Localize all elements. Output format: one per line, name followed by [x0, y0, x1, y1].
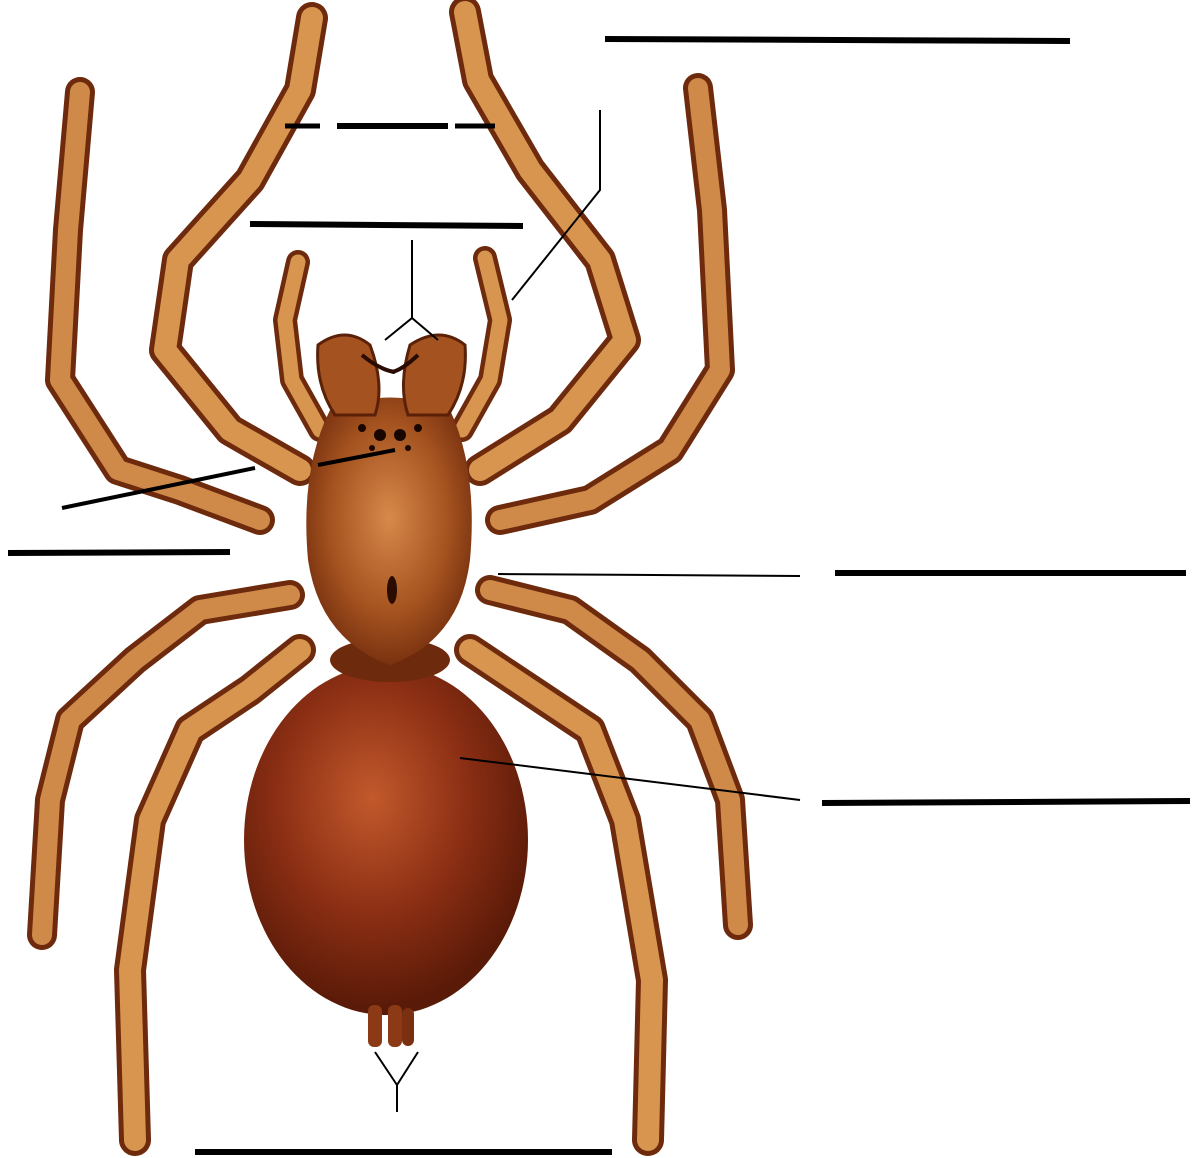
- leader-line-spinnerets: [375, 1052, 397, 1112]
- abdomen: [244, 665, 528, 1015]
- label-lines: [8, 39, 1190, 1152]
- label-blank-top-right: [605, 39, 1070, 41]
- right-pedipalp: [462, 258, 500, 430]
- leader-line-chelicerae: [385, 240, 412, 340]
- leader-line-cephalothorax: [498, 574, 800, 576]
- label-blank-chelicerae: [250, 224, 523, 226]
- spinnerets: [368, 1005, 414, 1047]
- label-blank-leg: [8, 552, 230, 553]
- spider-body: [244, 335, 528, 1047]
- cephalothorax: [306, 398, 471, 666]
- fovea: [387, 576, 397, 604]
- left-leg-2: [165, 18, 312, 470]
- label-blank-abdomen: [822, 801, 1190, 803]
- left-pedipalp: [285, 262, 320, 430]
